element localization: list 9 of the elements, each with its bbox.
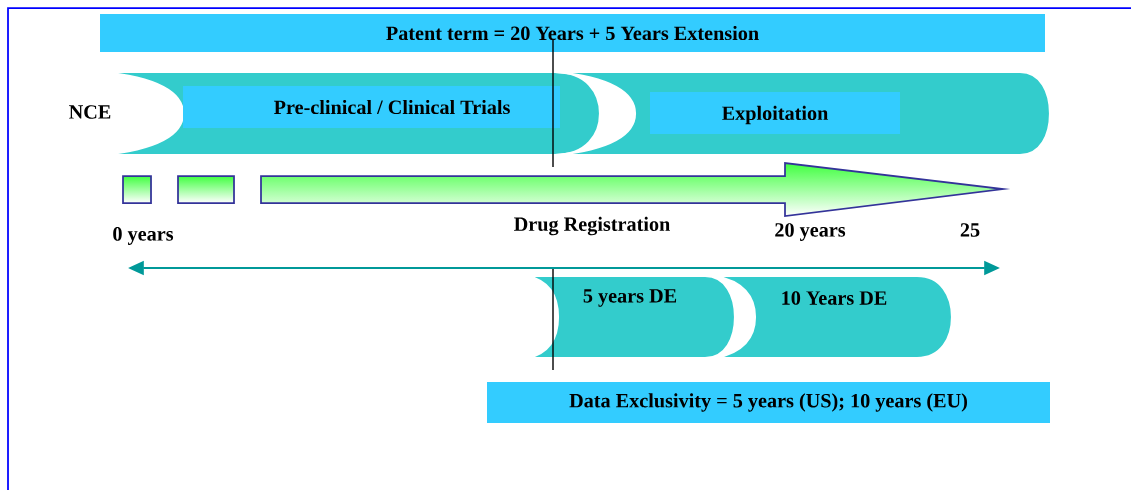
axis-label: 0 years	[113, 227, 174, 245]
axis-label: 25	[960, 223, 980, 237]
chevron-band: 10 Years DE	[713, 274, 954, 360]
axis-label: 20 years	[775, 223, 846, 241]
axis-label: Drug Registration	[514, 216, 670, 236]
chevron-band: Exploitation	[553, 70, 1052, 157]
banner-box: Patent term = 20 Years + 5 Years Extension	[100, 14, 1045, 52]
chevron-band: 5 years DE	[526, 274, 737, 360]
banner-box: Data Exclusivity = 5 years (US); 10 years (EU)	[487, 382, 1050, 423]
